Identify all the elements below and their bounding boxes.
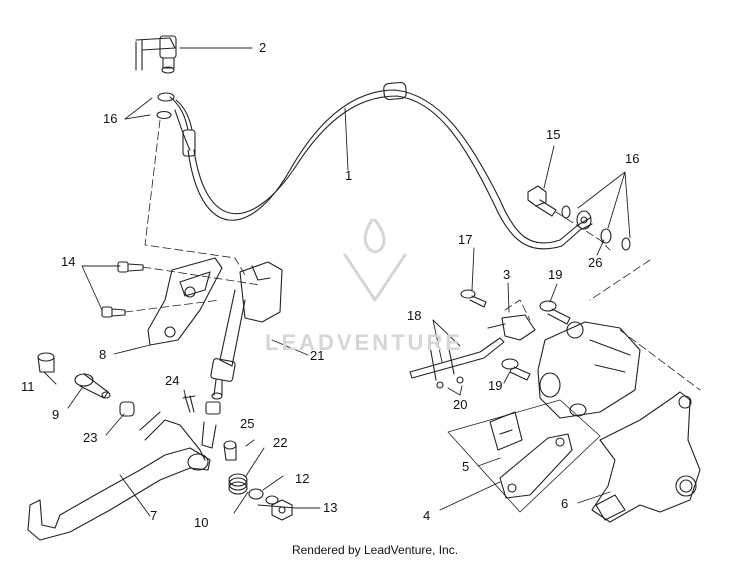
banjo-fitting-right	[576, 210, 592, 230]
callout-2: 2	[259, 40, 267, 55]
washer-26	[600, 228, 612, 244]
callout-14: 14	[61, 254, 76, 269]
callout-15: 15	[546, 127, 561, 142]
callout-19-top: 19	[548, 267, 563, 282]
screw-20-a	[436, 381, 444, 389]
callout-13: 13	[323, 500, 338, 515]
master-cylinder	[210, 261, 283, 400]
bolts-14	[101, 261, 261, 318]
bolt-19-bottom	[501, 358, 531, 381]
callout-1: 1	[345, 168, 353, 183]
bushing-23	[119, 401, 135, 417]
nut-13	[271, 499, 293, 521]
callout-18: 18	[407, 308, 422, 323]
washer-12	[265, 495, 279, 505]
callout-10: 10	[194, 515, 209, 530]
callout-11: 11	[21, 379, 35, 394]
hose-banjo-top	[169, 96, 193, 131]
callout-8: 8	[99, 347, 107, 362]
callout-16-top: 16	[103, 111, 118, 126]
callout-17: 17	[458, 232, 473, 247]
callout-9: 9	[52, 407, 60, 422]
washer-16-top-a	[157, 92, 175, 102]
brake-hose	[174, 81, 593, 250]
brake-pads	[489, 411, 573, 499]
callout-5: 5	[462, 459, 470, 474]
watermark-text: LEADVENTURE	[265, 330, 464, 355]
pivot-pin-9	[74, 373, 111, 399]
brake-caliper	[537, 259, 701, 419]
screw-20-b	[456, 376, 464, 384]
callout-23: 23	[83, 430, 98, 445]
abs-sensor	[487, 299, 536, 341]
sensor-bracket	[409, 337, 505, 381]
pivot-bolt-11	[37, 352, 55, 373]
callout-22: 22	[273, 435, 288, 450]
callout-16-right: 16	[625, 151, 640, 166]
washer-16-top-b	[156, 110, 172, 120]
watermark-logo	[343, 218, 407, 302]
caliper-bracket	[591, 391, 701, 523]
banjo-fitting-top	[135, 35, 177, 74]
clevis-pin-25	[223, 440, 237, 461]
callout-4: 4	[423, 508, 431, 523]
clevis	[201, 401, 221, 449]
callout-20: 20	[453, 397, 468, 412]
reservoir-bracket	[147, 257, 223, 346]
callout-19-bottom: 19	[488, 378, 503, 393]
bolt-17	[460, 289, 487, 308]
callout-26: 26	[588, 255, 603, 270]
pad-set-outline	[447, 399, 601, 513]
washer-16-right-b	[621, 237, 631, 251]
callout-21: 21	[310, 348, 325, 363]
banjo-bolt-15	[527, 185, 611, 251]
callout-7: 7	[150, 508, 158, 523]
callout-12: 12	[295, 471, 310, 486]
washer-22	[248, 488, 264, 500]
brake-pedal	[27, 411, 211, 541]
bolt-19-top	[539, 300, 571, 325]
callout-25: 25	[240, 416, 255, 431]
footer-credit: Rendered by LeadVenture, Inc.	[291, 543, 459, 557]
callout-24: 24	[165, 373, 180, 388]
spring-10	[228, 473, 248, 495]
callout-6: 6	[561, 496, 569, 511]
cotter-pin-24	[182, 395, 196, 413]
callout-3: 3	[503, 267, 511, 282]
washer-16-right-a	[561, 205, 571, 219]
leader-lines	[43, 47, 631, 517]
